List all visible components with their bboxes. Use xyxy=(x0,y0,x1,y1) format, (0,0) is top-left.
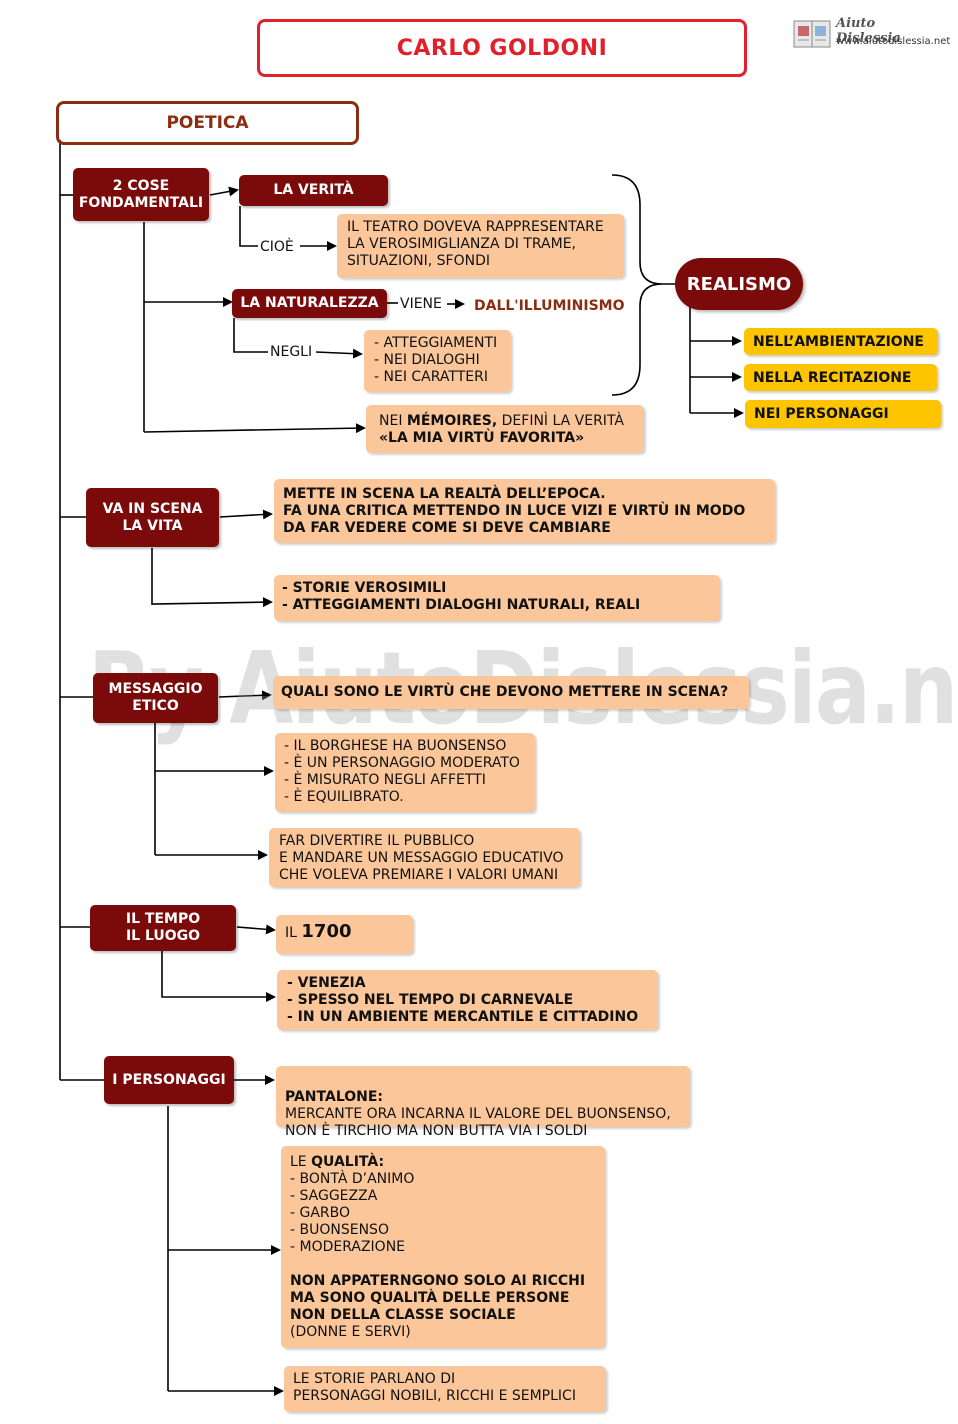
page-title: CARLO GOLDONI xyxy=(257,19,747,77)
memoires-pre: NEI xyxy=(379,413,407,429)
realismo-item: NELL’AMBIENTAZIONE xyxy=(744,328,938,355)
logo-url: www.aiutodislessia.net xyxy=(836,36,951,47)
box-divertire: FAR DIVERTIRE IL PUBBLICO E MANDARE UN M… xyxy=(269,828,580,887)
node-cose-fondamentali: 2 COSE FONDAMENTALI xyxy=(73,168,209,221)
qualita-list: - BONTÀ D’ANIMO - SAGGEZZA - GARBO - BUO… xyxy=(290,1171,415,1255)
box-anno: IL 1700 xyxy=(276,915,413,954)
realismo-item: NELLA RECITAZIONE xyxy=(744,364,937,391)
qualita-title: QUALITÀ: xyxy=(311,1154,385,1170)
memoires-post: DEFINÌ LA VERITÀ xyxy=(497,413,624,429)
box-storie: LE STORIE PARLANO DI PERSONAGGI NOBILI, … xyxy=(284,1366,606,1412)
anno-pre: IL xyxy=(285,925,302,941)
book-logo-icon xyxy=(793,20,831,48)
label-cioe: CIOÈ xyxy=(260,239,294,255)
box-qualita: LE QUALITÀ: - BONTÀ D’ANIMO - SAGGEZZA -… xyxy=(281,1146,605,1348)
label-negli: NEGLI xyxy=(270,344,313,360)
label-illuminismo: DALL'ILLUMINISMO xyxy=(474,298,625,314)
anno-value: 1700 xyxy=(301,921,352,942)
qualita-end: (DONNE E SERVI) xyxy=(290,1324,411,1340)
label-viene: VIENE xyxy=(400,296,442,312)
node-messaggio-etico: MESSAGGIO ETICO xyxy=(93,673,218,723)
box-borghese: - IL BORGHESE HA BUONSENSO - È UN PERSON… xyxy=(275,733,535,812)
node-tempo-luogo: IL TEMPO IL LUOGO xyxy=(90,905,236,951)
box-negli-list: - ATTEGGIAMENTI - NEI DIALOGHI - NEI CAR… xyxy=(364,330,511,392)
node-personaggi: I PERSONAGGI xyxy=(104,1056,234,1104)
logo-brand: Aiuto Dislessia xyxy=(836,16,901,46)
box-pantalone: PANTALONE: MERCANTE ORA INCARNA IL VALOR… xyxy=(276,1066,690,1139)
qualita-pre: LE xyxy=(290,1154,312,1170)
box-verita-text: IL TEATRO DOVEVA RAPPRESENTARE LA VEROSI… xyxy=(337,214,624,278)
box-scena-realta: METTE IN SCENA LA REALTÀ DELL’EPOCA. FA … xyxy=(274,479,775,543)
box-venezia: - VENEZIA - SPESSO NEL TEMPO DI CARNEVAL… xyxy=(277,970,658,1030)
realismo-item: NEI PERSONAGGI xyxy=(745,400,941,428)
node-realismo: REALISMO xyxy=(675,258,803,310)
node-verita: LA VERITÀ xyxy=(239,175,388,206)
memoires-bold: MÉMOIRES, xyxy=(406,413,498,429)
poetica-header: POETICA xyxy=(56,101,359,145)
qualita-bold: NON APPATERNGONO SOLO AI RICCHI MA SONO … xyxy=(290,1273,586,1323)
site-logo[interactable]: Aiuto Dislessia www.aiutodislessia.net xyxy=(792,16,950,52)
memoires-quote: «LA MIA VIRTÙ FAVORITA» xyxy=(379,430,585,446)
node-naturalezza: LA NATURALEZZA xyxy=(232,289,387,318)
pantalone-title: PANTALONE: xyxy=(285,1089,384,1105)
box-memoires: NEI MÉMOIRES, DEFINÌ LA VERITÀ «LA MIA V… xyxy=(366,405,644,453)
node-va-in-scena: VA IN SCENA LA VITA xyxy=(86,488,219,547)
box-domanda-virtu: QUALI SONO LE VIRTÙ CHE DEVONO METTERE I… xyxy=(273,676,749,709)
pantalone-text: MERCANTE ORA INCARNA IL VALORE DEL BUONS… xyxy=(285,1106,671,1139)
box-scena-storie: - STORIE VEROSIMILI - ATTEGGIAMENTI DIAL… xyxy=(274,575,720,621)
